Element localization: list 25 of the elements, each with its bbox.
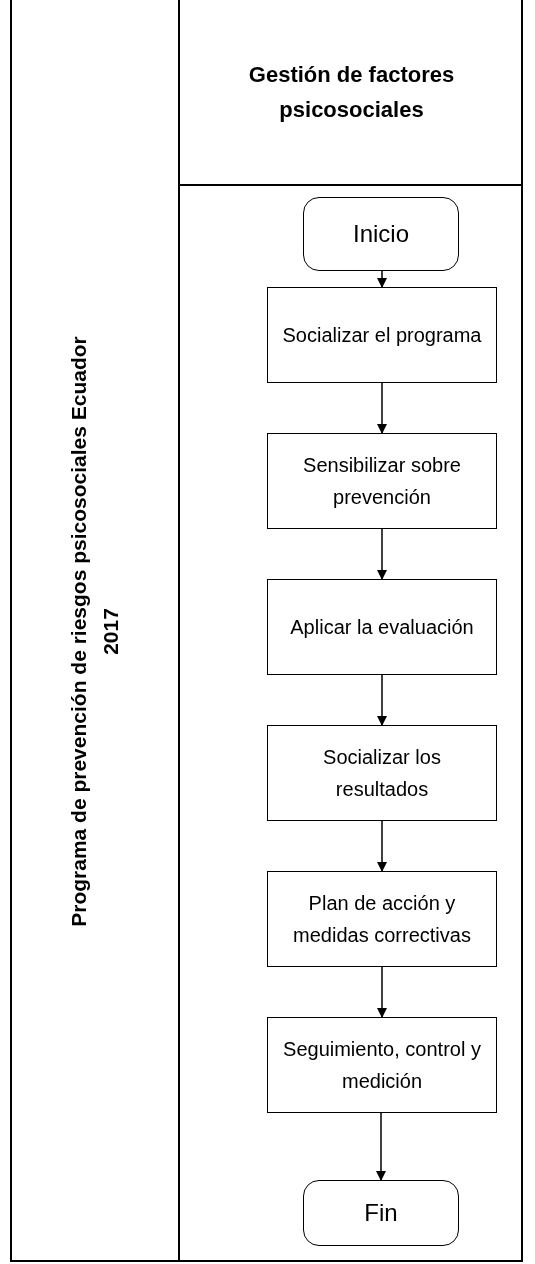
box-label: Fin (364, 1197, 398, 1228)
arrow (377, 528, 387, 580)
arrow (377, 966, 387, 1018)
arrow (377, 820, 387, 872)
box-label: Seguimiento, control y medición (282, 1037, 482, 1094)
box-label: Socializar el programa (282, 323, 482, 348)
process-box (267, 433, 497, 529)
arrow (376, 1112, 386, 1181)
box-label: Sensibilizar sobre prevención (302, 453, 462, 510)
terminal-box (303, 197, 459, 271)
box-label: Socializar los resultados (322, 745, 442, 802)
process-box (267, 725, 497, 821)
process-box (267, 287, 497, 383)
box-label: Inicio (353, 218, 409, 249)
arrow (377, 382, 387, 434)
column-title: Gestión de factores psicosociales (247, 60, 456, 124)
arrow (377, 674, 387, 726)
process-box (267, 1017, 497, 1113)
arrow (377, 270, 387, 288)
lane-title: Programa de prevención de riesgos psicosociales Ecuador 2017 (65, 334, 122, 929)
process-box (267, 871, 497, 967)
terminal-box (303, 1180, 459, 1246)
box-label: Plan de acción y medidas correctivas (292, 891, 472, 948)
box-label: Aplicar la evaluación (290, 615, 474, 640)
process-box (267, 579, 497, 675)
